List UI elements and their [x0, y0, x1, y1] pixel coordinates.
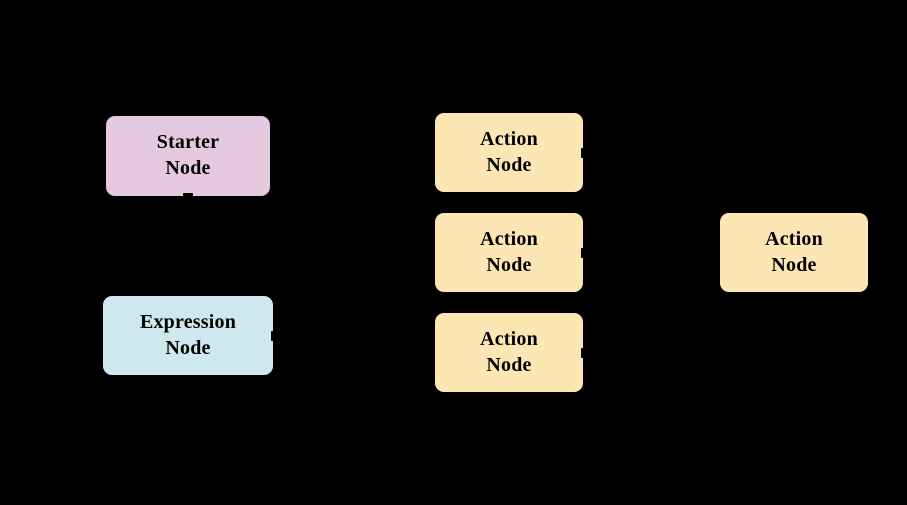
- node-label-line1: Action: [480, 327, 538, 350]
- edge-action-1-to-action-4: [583, 151, 720, 254]
- connector-port-right[interactable]: [581, 347, 588, 358]
- node-label-line1: Starter: [156, 131, 220, 154]
- edge-expression-to-action-2: [273, 251, 435, 337]
- edge-expression-to-action-3: [273, 334, 435, 354]
- node-label-line1: Action: [480, 227, 538, 250]
- node-label-line2: Node: [486, 353, 532, 376]
- node-label-line2: Node: [486, 153, 532, 176]
- node-label-line2: Node: [165, 157, 211, 179]
- edge-expression-to-action-1: [273, 151, 435, 337]
- node-label-line1: Action: [765, 227, 823, 250]
- node-label-line2: Node: [165, 336, 211, 359]
- connector-port-right[interactable]: [271, 330, 278, 341]
- node-label-line2: Node: [771, 253, 817, 276]
- edge-action-3-to-action-4: [583, 251, 720, 354]
- node-label-line1: Action: [480, 127, 538, 150]
- node-label-line1: Expression: [139, 310, 237, 333]
- node-label-line2: Node: [486, 253, 532, 276]
- connector-port-right[interactable]: [581, 247, 588, 258]
- connector-port-right[interactable]: [581, 147, 588, 158]
- connector-port-bottom[interactable]: [183, 193, 193, 199]
